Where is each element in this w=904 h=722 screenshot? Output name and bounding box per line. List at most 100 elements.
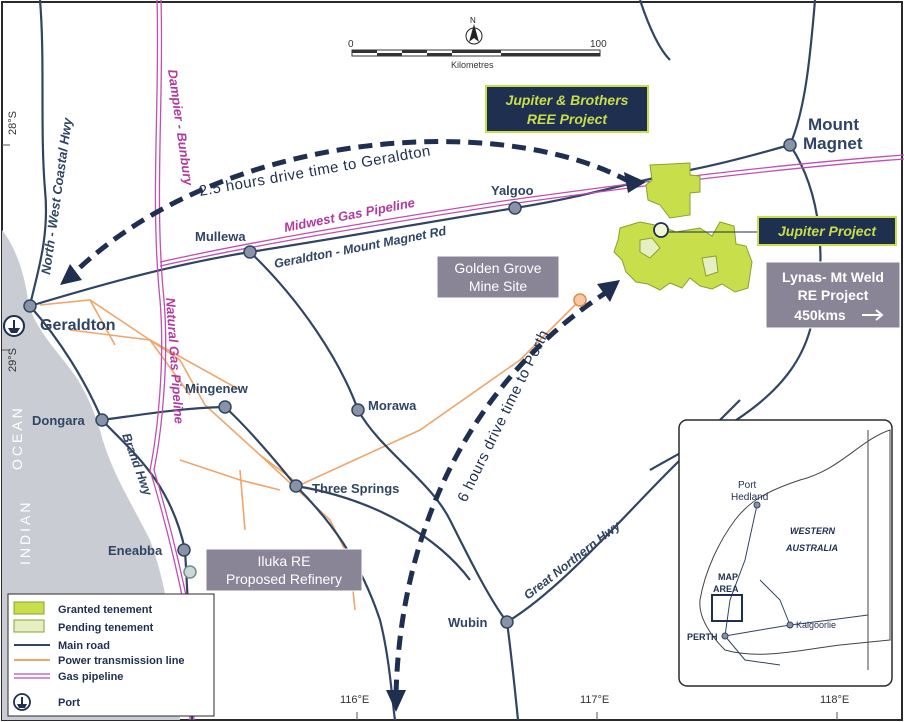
drive-arrow-perth <box>393 287 612 696</box>
legend-granted-label: Granted tenement <box>58 604 152 616</box>
granted-tenement-south <box>613 221 753 293</box>
lon-116-label: 116°E <box>340 694 369 706</box>
road-dongara-mingenew <box>101 405 226 422</box>
callout-iluka-line1: Iluka RE <box>258 553 311 569</box>
callout-jb-line1: Jupiter & Brothers <box>506 92 629 108</box>
gas-pipelines <box>149 0 904 721</box>
lat-28-label: 28°S <box>7 111 19 135</box>
graticule <box>2 144 838 720</box>
inset-perth-marker <box>721 632 729 640</box>
granted-tenement-north <box>645 162 701 219</box>
town-label-wubin: Wubin <box>448 615 488 630</box>
morawa-marker <box>351 403 365 417</box>
legend-granted-swatch <box>13 601 45 615</box>
legend-road-label: Main road <box>58 640 110 652</box>
callout-golden-line1: Golden Grove <box>454 260 541 276</box>
legend: Granted tenement Pending tenement Main r… <box>7 593 215 717</box>
inset-coastline <box>699 429 891 655</box>
road-wubin-south <box>505 621 520 721</box>
mount-magnet-marker <box>783 138 797 152</box>
scale-bar <box>351 49 601 57</box>
road-north-east <box>638 0 671 61</box>
lat-29-label: 29°S <box>7 348 19 372</box>
legend-pending-swatch <box>13 619 45 633</box>
callout-jupiter-text: Jupiter Project <box>778 223 877 239</box>
ocean-label-ocean: OCEAN <box>9 405 25 470</box>
inset-wa-label-2: AUSTRALIA <box>785 543 838 553</box>
town-markers <box>23 138 797 629</box>
legend-port-icon <box>13 693 31 711</box>
ocean-label-indian: INDIAN <box>17 500 33 565</box>
callout-lynas-line3: 450kms <box>794 307 846 323</box>
inset-kalgoorlie-label: Kalgoorlie <box>796 620 836 630</box>
inset-port-hedland-marker <box>753 501 761 509</box>
arrow-right-icon <box>862 309 884 321</box>
mullewa-marker <box>243 245 257 259</box>
inset-map-area-box <box>711 594 743 622</box>
legend-pending-label: Pending tenement <box>58 622 154 634</box>
callout-jupiter-brothers: Jupiter & Brothers REE Project <box>485 85 649 133</box>
wubin-marker <box>500 615 514 629</box>
jupiter-project-marker <box>653 222 669 238</box>
dongara-marker <box>95 413 109 427</box>
town-label-mullewa: Mullewa <box>195 229 246 244</box>
town-label-yalgoo: Yalgoo <box>491 183 534 198</box>
road-mullewa-morawa <box>249 251 508 623</box>
scale-max: 100 <box>590 39 607 50</box>
north-arrow-icon <box>465 24 483 45</box>
scale-unit: Kilometres <box>451 60 494 70</box>
drive-arrow-geraldton <box>70 139 632 277</box>
iluka-refinery-marker <box>183 565 197 579</box>
callout-golden-grove: Golden Grove Mine Site <box>436 255 560 299</box>
town-label-three-springs: Three Springs <box>312 481 399 496</box>
inset-map: Port Hedland WESTERN AUSTRALIA MAP AREA … <box>678 419 893 687</box>
legend-gas-label: Gas pipeline <box>58 671 123 683</box>
town-label-morawa: Morawa <box>368 398 417 413</box>
callout-golden-line2: Mine Site <box>469 278 528 294</box>
scale-zero: 0 <box>348 39 354 50</box>
inset-port-label-1: Port <box>738 480 757 491</box>
callout-iluka-line2: Proposed Refinery <box>226 571 342 587</box>
inset-kalgoorlie-marker <box>786 621 794 629</box>
geraldton-marker <box>23 299 37 313</box>
lon-118-label: 118°E <box>820 694 849 706</box>
yalgoo-marker <box>508 201 522 215</box>
inset-port-label-2: Hedland <box>731 492 768 503</box>
lon-117-label: 117°E <box>580 694 609 706</box>
callout-jupiter: Jupiter Project <box>757 216 897 246</box>
road-geraldton-mt-magnet <box>29 143 791 308</box>
eneabba-marker <box>177 543 191 557</box>
inset-perth-label: PERTH <box>687 632 718 642</box>
town-label-eneabba: Eneabba <box>108 543 163 558</box>
inset-area-label-2: AREA <box>713 584 739 594</box>
town-label-mount: Mount <box>808 115 859 134</box>
mingenew-marker <box>218 400 232 414</box>
town-label-geraldton: Geraldton <box>40 317 116 334</box>
town-label-dongara: Dongara <box>32 413 86 428</box>
road-nw-coastal <box>28 0 48 307</box>
golden-grove-marker <box>573 293 587 307</box>
callout-iluka: Iluka RE Proposed Refinery <box>205 548 363 592</box>
drive-arrow-perth-head-north <box>597 280 620 302</box>
road-mingenew-three-springs <box>224 406 297 487</box>
road-three-springs-wubin <box>295 484 471 581</box>
inset-wa-label-1: WESTERN <box>790 526 836 536</box>
legend-power-label: Power transmission line <box>58 655 185 667</box>
three-springs-marker <box>289 479 303 493</box>
port-icon <box>3 315 25 337</box>
callout-lynas-line2: RE Project <box>798 287 869 303</box>
inset-area-label-1: MAP <box>718 572 738 582</box>
callout-jb-line2: REE Project <box>527 111 608 127</box>
callout-lynas-line1: Lynas- Mt Weld <box>782 269 884 285</box>
callout-lynas: Lynas- Mt Weld RE Project 450kms <box>765 261 901 329</box>
town-label-magnet: Magnet <box>803 134 863 153</box>
legend-port-label: Port <box>58 697 80 709</box>
drive-arrow-perth-head-south <box>386 690 406 712</box>
road-mt-magnet-north <box>788 0 817 146</box>
town-label-mingenew: Mingenew <box>185 381 249 396</box>
drive-arrow-geraldton-head-east <box>624 172 646 193</box>
tenements <box>613 162 753 293</box>
drive-arrow-geraldton-head-west <box>60 264 82 285</box>
main-roads <box>28 0 822 721</box>
